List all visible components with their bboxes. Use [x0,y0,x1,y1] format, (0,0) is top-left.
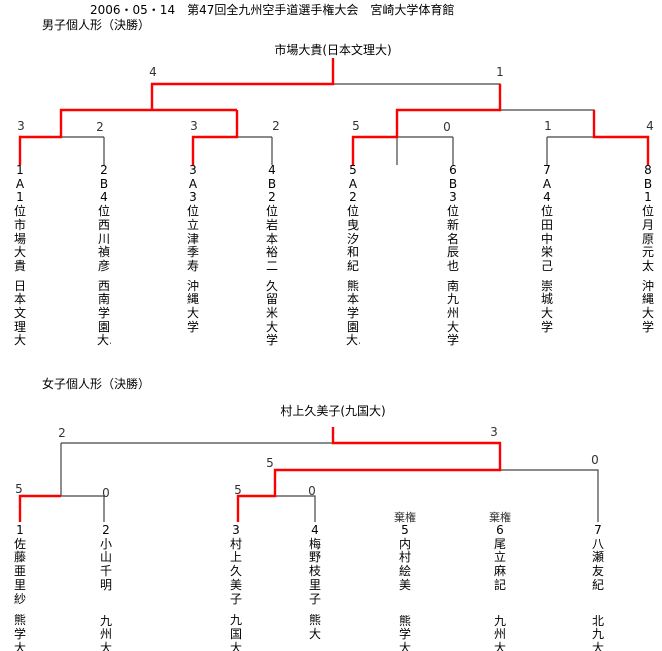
score: 5 [234,483,242,497]
score: 3 [490,425,498,439]
score: 4 [149,65,157,79]
score: 5 [15,482,23,496]
forfeit-label: 棄権 [394,511,416,524]
men-section-title: 男子個人形（決勝） [42,18,151,32]
score: 0 [591,453,599,467]
score: 2 [96,120,104,134]
score: 5 [352,119,360,133]
score: 2 [272,119,280,133]
women-champion: 村上久美子(九国大) [280,404,386,418]
men-champion: 市場大貴(日本文理大) [274,43,392,57]
event-header: 2006・05・14 第47回全九州空手道選手権大会 宮崎大学体育館 [90,3,455,17]
forfeit-label: 棄権 [489,511,511,524]
score: 0 [443,120,451,134]
women-section-title: 女子個人形（決勝） [42,377,151,391]
score: 3 [190,119,198,133]
score: 5 [266,456,274,470]
score: 0 [102,486,110,500]
score: 1 [544,119,552,133]
score: 3 [17,119,25,133]
score: 4 [646,119,654,133]
score: 1 [496,65,504,79]
score: 0 [308,484,316,498]
score: 2 [58,426,66,440]
